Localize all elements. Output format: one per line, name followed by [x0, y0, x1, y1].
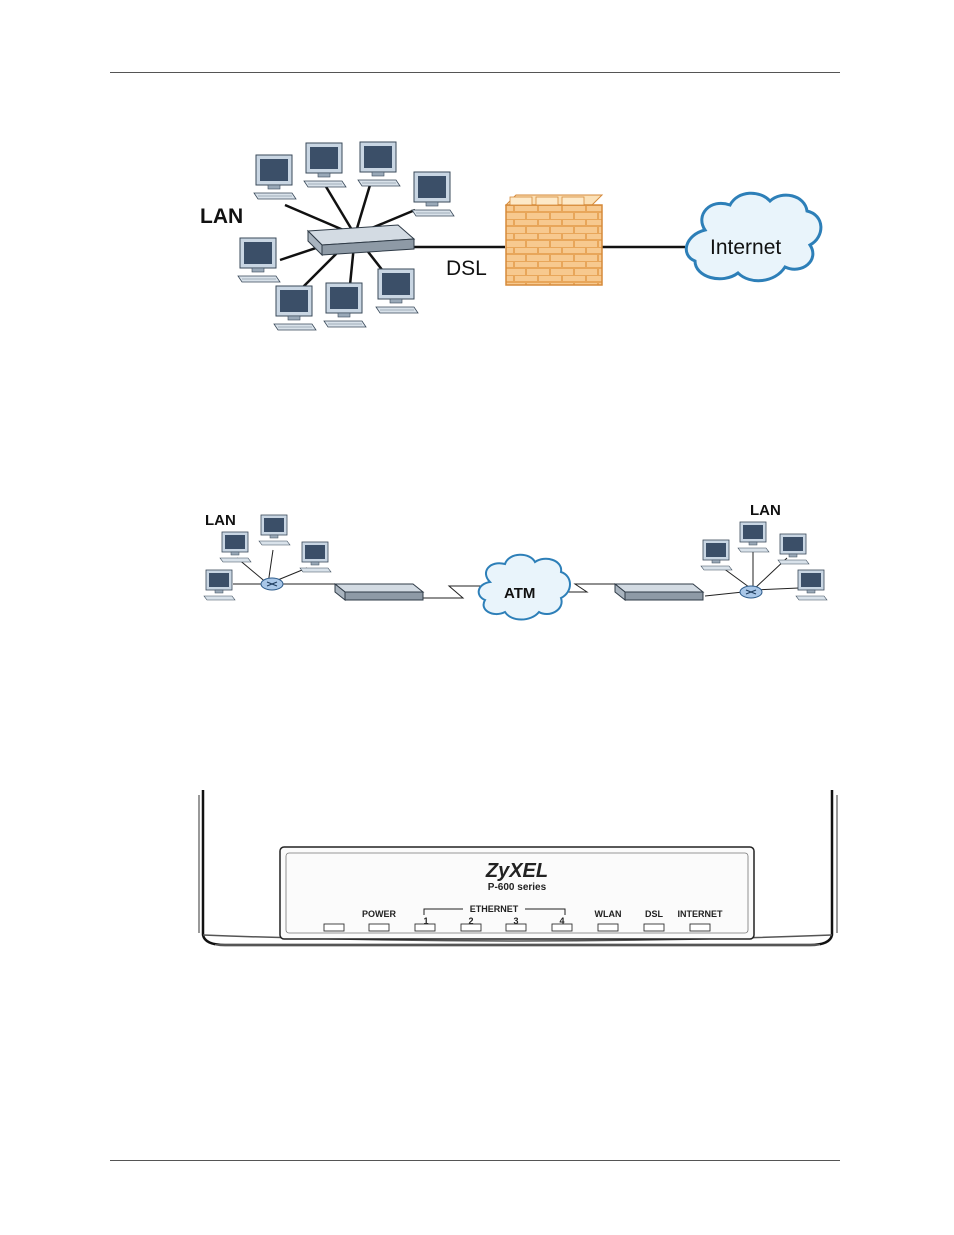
power-led-icon	[369, 924, 389, 931]
footer-rule	[110, 1160, 840, 1161]
unlabeled-led-icon	[324, 924, 344, 931]
right-lan-computer-icon	[738, 522, 769, 552]
right-lan-computer-icon	[778, 534, 809, 564]
lan-computer-icon	[324, 283, 366, 327]
lan-dsl-firewall-diagram: LAN DSL Internet	[190, 135, 830, 335]
internet-label: Internet	[710, 236, 781, 259]
dsl-label: DSL	[446, 257, 487, 280]
ethernet-3-led-icon	[506, 924, 526, 931]
lan-computer-icon	[274, 286, 316, 330]
ethernet-4-led-icon	[552, 924, 572, 931]
dsl-led-label: DSL	[645, 909, 664, 919]
header-rule	[110, 72, 840, 73]
lan-computer-icon	[254, 155, 296, 199]
dsl-led-icon	[644, 924, 664, 931]
left-lan-computer-icon	[204, 570, 235, 600]
lan-label: LAN	[200, 205, 243, 228]
ethernet-group-label: ETHERNET	[470, 904, 519, 914]
left-lan-computer-icon	[259, 515, 290, 545]
left-lan-computer-icon	[220, 532, 251, 562]
internet-led-label: INTERNET	[678, 909, 724, 919]
right-lan-computer-icon	[796, 570, 827, 600]
right-switch-icon	[740, 586, 762, 598]
right-modem-icon	[615, 584, 703, 600]
ethernet-1-led-icon	[415, 924, 435, 931]
power-led-label: POWER	[362, 909, 397, 919]
lan-computer-icon	[238, 238, 280, 282]
atm-label: ATM	[504, 585, 535, 602]
lan-right-label: LAN	[750, 502, 781, 519]
left-modem-icon	[335, 584, 423, 600]
right-lan-computer-icon	[701, 540, 732, 570]
lan-computer-icon	[376, 269, 418, 313]
lan-computer-icon	[358, 142, 400, 186]
wlan-led-label: WLAN	[595, 909, 622, 919]
model-name: P-600 series	[488, 882, 547, 893]
left-lan-computer-icon	[300, 542, 331, 572]
firewall-icon	[506, 195, 602, 285]
front-panel-illustration: ZyXEL P-600 series ETHERNET POWER 1 2 3 …	[195, 785, 840, 960]
lan-computer-icon	[304, 143, 346, 187]
router-device-icon	[308, 225, 414, 255]
ethernet-2-led-icon	[461, 924, 481, 931]
left-switch-icon	[261, 578, 283, 590]
lan-left-label: LAN	[205, 512, 236, 529]
internet-led-icon	[690, 924, 710, 931]
brand-logo: ZyXEL	[485, 860, 548, 882]
atm-wan-diagram: LAN ATM LAN	[195, 500, 835, 625]
lan-computer-icon	[412, 172, 454, 216]
wlan-led-icon	[598, 924, 618, 931]
